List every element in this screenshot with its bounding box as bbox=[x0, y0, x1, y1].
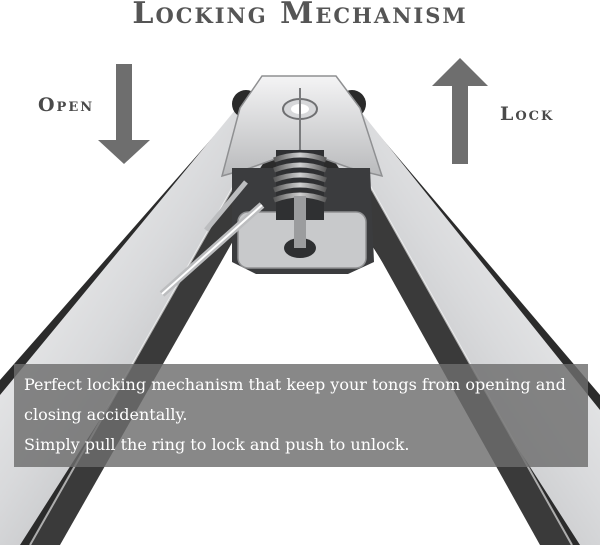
caption-line-1: Perfect locking mechanism that keep your… bbox=[24, 375, 566, 394]
caption-line-2: closing accidentally. bbox=[24, 405, 188, 424]
spring bbox=[273, 150, 327, 248]
open-label: Open bbox=[38, 94, 95, 116]
caption-line-3: Simply pull the ring to lock and push to… bbox=[24, 435, 410, 454]
hinge-cap bbox=[220, 75, 384, 178]
lock-label: Lock bbox=[500, 103, 555, 125]
page-title: Locking Mechanism bbox=[132, 0, 468, 31]
lock-ring bbox=[159, 180, 265, 297]
caption-box: Perfect locking mechanism that keep your… bbox=[14, 364, 588, 467]
lock-arrow-icon bbox=[432, 58, 488, 164]
open-arrow-icon bbox=[98, 64, 150, 164]
